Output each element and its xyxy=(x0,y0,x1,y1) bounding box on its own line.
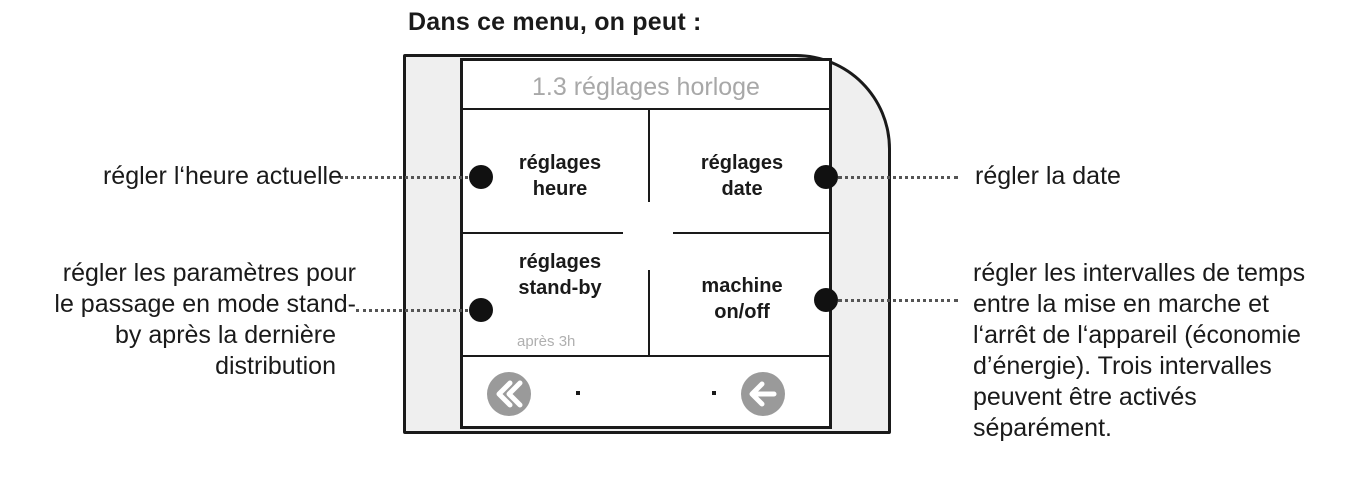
annotation-line: distribution xyxy=(215,352,336,380)
cell-line1: réglages xyxy=(518,152,602,174)
annotation-time: régler l‘heure actuelle xyxy=(30,161,342,192)
cell-line1: machine xyxy=(701,275,783,297)
button-dot-date[interactable] xyxy=(814,165,838,189)
nav-marker-right xyxy=(712,391,716,395)
device-screen: 1.3 réglages horloge xyxy=(460,58,832,429)
cell-line2: heure xyxy=(532,178,588,200)
annotation-line: régler la date xyxy=(975,162,1121,190)
annotation-standby: régler les paramètres pour le passage en… xyxy=(0,258,356,382)
annotation-line: régler les intervalles de temps xyxy=(973,259,1306,287)
double-chevron-left-icon[interactable] xyxy=(487,372,531,416)
annotation-line: by après la dernière xyxy=(115,321,336,349)
cell-line2: on/off xyxy=(714,301,770,323)
button-dot-machine[interactable] xyxy=(814,288,838,312)
annotation-line: le passage en mode stand- xyxy=(54,290,356,318)
cell-line2: date xyxy=(721,178,763,200)
button-dot-standby[interactable] xyxy=(469,298,493,322)
cell-line2: stand-by xyxy=(518,277,602,299)
annotation-line: l‘arrêt de l‘appareil (économie xyxy=(973,321,1301,349)
leader-line-time xyxy=(340,176,468,179)
cell-line1: réglages xyxy=(700,152,784,174)
cell-time-settings[interactable]: réglages heure xyxy=(495,150,625,202)
cell-line1: réglages xyxy=(518,251,602,273)
annotation-line: régler l‘heure actuelle xyxy=(102,162,342,190)
leader-line-machine xyxy=(838,299,958,302)
annotation-machine: régler les intervalles de temps entre la… xyxy=(973,258,1343,444)
leader-line-standby xyxy=(356,309,468,312)
middle-divider-left xyxy=(463,232,623,234)
annotation-line: régler les paramètres pour xyxy=(62,259,356,287)
nav-marker-left xyxy=(576,391,580,395)
annotation-line: d’énergie). Trois intervalles xyxy=(973,352,1272,380)
standby-subtext: après 3h xyxy=(517,333,576,350)
leader-line-date xyxy=(838,176,958,179)
annotation-line: peuvent être activés xyxy=(973,383,1197,411)
annotation-date: régler la date xyxy=(975,161,1315,192)
cell-machine-onoff[interactable]: machine on/off xyxy=(677,273,807,325)
title-divider xyxy=(463,108,829,110)
heading: Dans ce menu, on peut : xyxy=(408,8,702,36)
cell-date-settings[interactable]: réglages date xyxy=(677,150,807,202)
annotation-line: séparément. xyxy=(973,414,1112,442)
cell-standby-settings[interactable]: réglages stand-by xyxy=(495,249,625,301)
middle-divider-right xyxy=(673,232,829,234)
screen-title: 1.3 réglages horloge xyxy=(532,73,760,101)
button-dot-time[interactable] xyxy=(469,165,493,189)
arrow-left-icon[interactable] xyxy=(741,372,785,416)
center-divider-bottom xyxy=(648,270,650,356)
center-divider-top xyxy=(648,110,650,202)
annotation-line: entre la mise en marche et xyxy=(973,290,1269,318)
nav-divider xyxy=(463,355,829,357)
